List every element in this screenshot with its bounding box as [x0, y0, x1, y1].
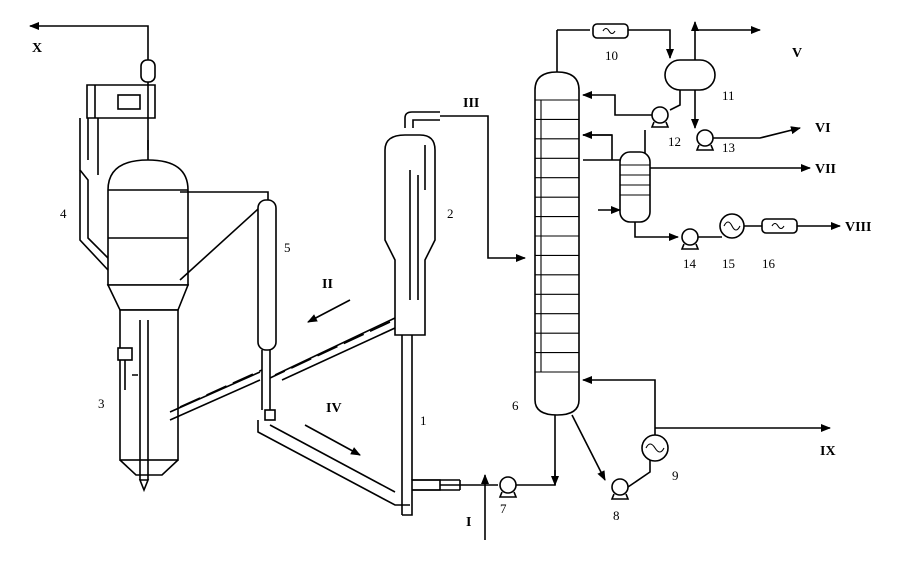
regenerator [29, 22, 190, 493]
label-3: 3 [98, 396, 105, 411]
stream-label-VIII: VIII [845, 220, 871, 235]
side-stripper [582, 131, 679, 241]
label-7: 7 [500, 501, 507, 516]
label-8: 8 [613, 508, 620, 523]
stream-label-III: III [463, 96, 479, 111]
product-train [680, 213, 841, 250]
label-9: 9 [672, 468, 679, 483]
stream-label-X: X [32, 41, 42, 56]
stream-label-V: V [792, 46, 802, 61]
label-10: 10 [605, 48, 618, 63]
pump-13 [695, 126, 801, 151]
label-11: 11 [722, 88, 735, 103]
reflux-drum-11 [664, 21, 761, 129]
stream-label-II: II [322, 277, 333, 292]
bottoms-circuit [571, 376, 831, 500]
feed-pump-7 [460, 470, 556, 540]
settler-column [169, 191, 410, 506]
stream-label-VI: VI [815, 121, 831, 136]
column-trays [535, 99, 579, 373]
stream-label-IX: IX [820, 444, 836, 459]
condenser-10 [592, 23, 674, 59]
label-4: 4 [60, 206, 67, 221]
label-12: 12 [668, 134, 681, 149]
label-2: 2 [447, 206, 454, 221]
fractionator-column [534, 29, 590, 486]
label-1: 1 [420, 413, 427, 428]
label-5: 5 [284, 240, 291, 255]
reactor [269, 111, 526, 516]
label-13: 13 [722, 140, 735, 155]
stream-label-VII: VII [815, 162, 836, 177]
label-14: 14 [683, 256, 697, 271]
stream-label-IV: IV [326, 401, 342, 416]
pump-12 [582, 91, 670, 128]
flow-arrow-II [307, 299, 351, 323]
label-16: 16 [762, 256, 776, 271]
stream-label-I: I [466, 515, 471, 530]
label-6: 6 [512, 398, 519, 413]
label-15: 15 [722, 256, 735, 271]
flow-arrow-IV [304, 424, 361, 456]
